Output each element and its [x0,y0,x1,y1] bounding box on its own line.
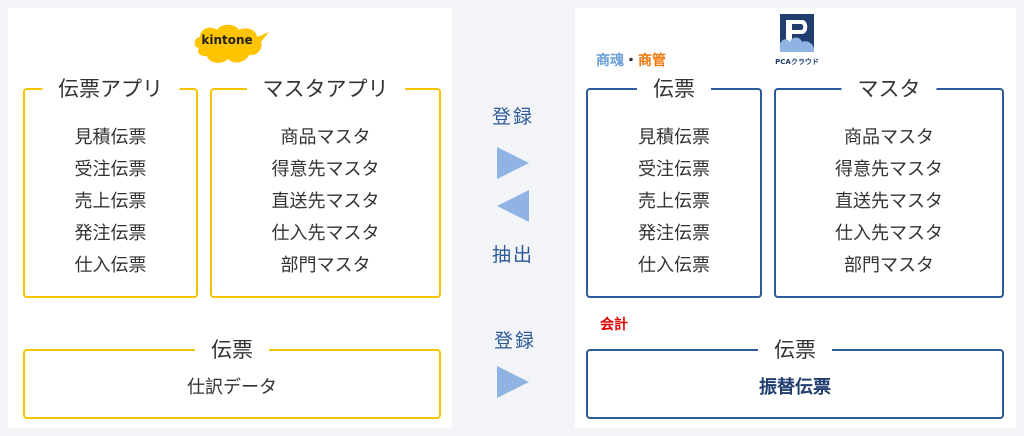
kintone-logo-icon [194,24,269,63]
list-item: 仕入伝票 [638,255,710,276]
product-label-separator: ・ [624,53,638,69]
arrow-right-icon [497,147,529,179]
list-item: 仕入先マスタ [835,223,943,244]
pca-voucher-box: 伝票 見積伝票 受注伝票 売上伝票 発注伝票 仕入伝票 [586,75,762,298]
list-item: 受注伝票 [638,159,710,180]
master-app-box: マスタアプリ 商品マスタ 得意先マスタ 直送先マスタ 仕入先マスタ 部門マスタ [210,75,441,298]
product-label-shokon: 商魂 [596,53,624,69]
kintone-journal-item: 仕訳データ [187,377,277,398]
pca-logo-text: PCAクラウド [775,58,819,66]
list-item: 見積伝票 [74,127,147,148]
list-item: 仕入伝票 [74,255,147,276]
pca-journal-box: 伝票 振替伝票 [586,336,1004,419]
register-label-top: 登録 [491,106,534,128]
pca-voucher-title: 伝票 [637,75,711,103]
master-app-list: 商品マスタ 得意先マスタ 直送先マスタ 仕入先マスタ 部門マスタ [212,122,439,282]
pca-master-title: マスタ [841,75,937,103]
list-item: 発注伝票 [74,223,147,244]
pca-journal-item: 振替伝票 [759,377,831,398]
voucher-app-box: 伝票アプリ 見積伝票 受注伝票 売上伝票 発注伝票 仕入伝票 [23,75,198,298]
list-item: 直送先マスタ [271,191,380,212]
list-item: 部門マスタ [280,255,371,276]
kintone-journal-title: 伝票 [195,336,269,364]
pca-logo-icon [780,14,814,52]
product-label-shokan: 商管 [638,53,666,69]
list-item: 得意先マスタ [835,159,943,180]
extract-label: 抽出 [491,244,534,266]
pca-master-list: 商品マスタ 得意先マスタ 直送先マスタ 仕入先マスタ 部門マスタ [776,122,1002,282]
product-label: 商魂・商管 [596,50,666,70]
pca-voucher-list: 見積伝票 受注伝票 売上伝票 発注伝票 仕入伝票 [588,122,760,282]
pca-journal-title: 伝票 [758,336,832,364]
list-item: 受注伝票 [74,159,147,180]
list-item: 部門マスタ [844,255,934,276]
kintone-journal-box: 伝票 仕訳データ [23,336,441,419]
list-item: 仕入先マスタ [271,223,380,244]
pca-cloud-logo: PCAクラウド [767,14,827,70]
list-item: 売上伝票 [74,191,147,212]
voucher-app-list: 見積伝票 受注伝票 売上伝票 発注伝票 仕入伝票 [25,122,196,282]
voucher-app-title: 伝票アプリ [42,75,179,103]
list-item: 売上伝票 [638,191,710,212]
list-item: 商品マスタ [844,127,934,148]
master-app-title: マスタアプリ [246,75,405,103]
list-item: 見積伝票 [638,127,710,148]
arrow-right-icon [497,366,529,398]
register-label-bottom: 登録 [493,330,536,352]
kintone-logo: kintone [191,22,269,66]
pca-master-box: マスタ 商品マスタ 得意先マスタ 直送先マスタ 仕入先マスタ 部門マスタ [774,75,1004,298]
list-item: 発注伝票 [638,223,710,244]
list-item: 商品マスタ [280,127,371,148]
accounting-label: 会計 [600,317,628,333]
list-item: 得意先マスタ [271,159,380,180]
list-item: 直送先マスタ [835,191,943,212]
kintone-logo-text: kintone [201,33,253,47]
arrow-left-icon [497,190,529,222]
